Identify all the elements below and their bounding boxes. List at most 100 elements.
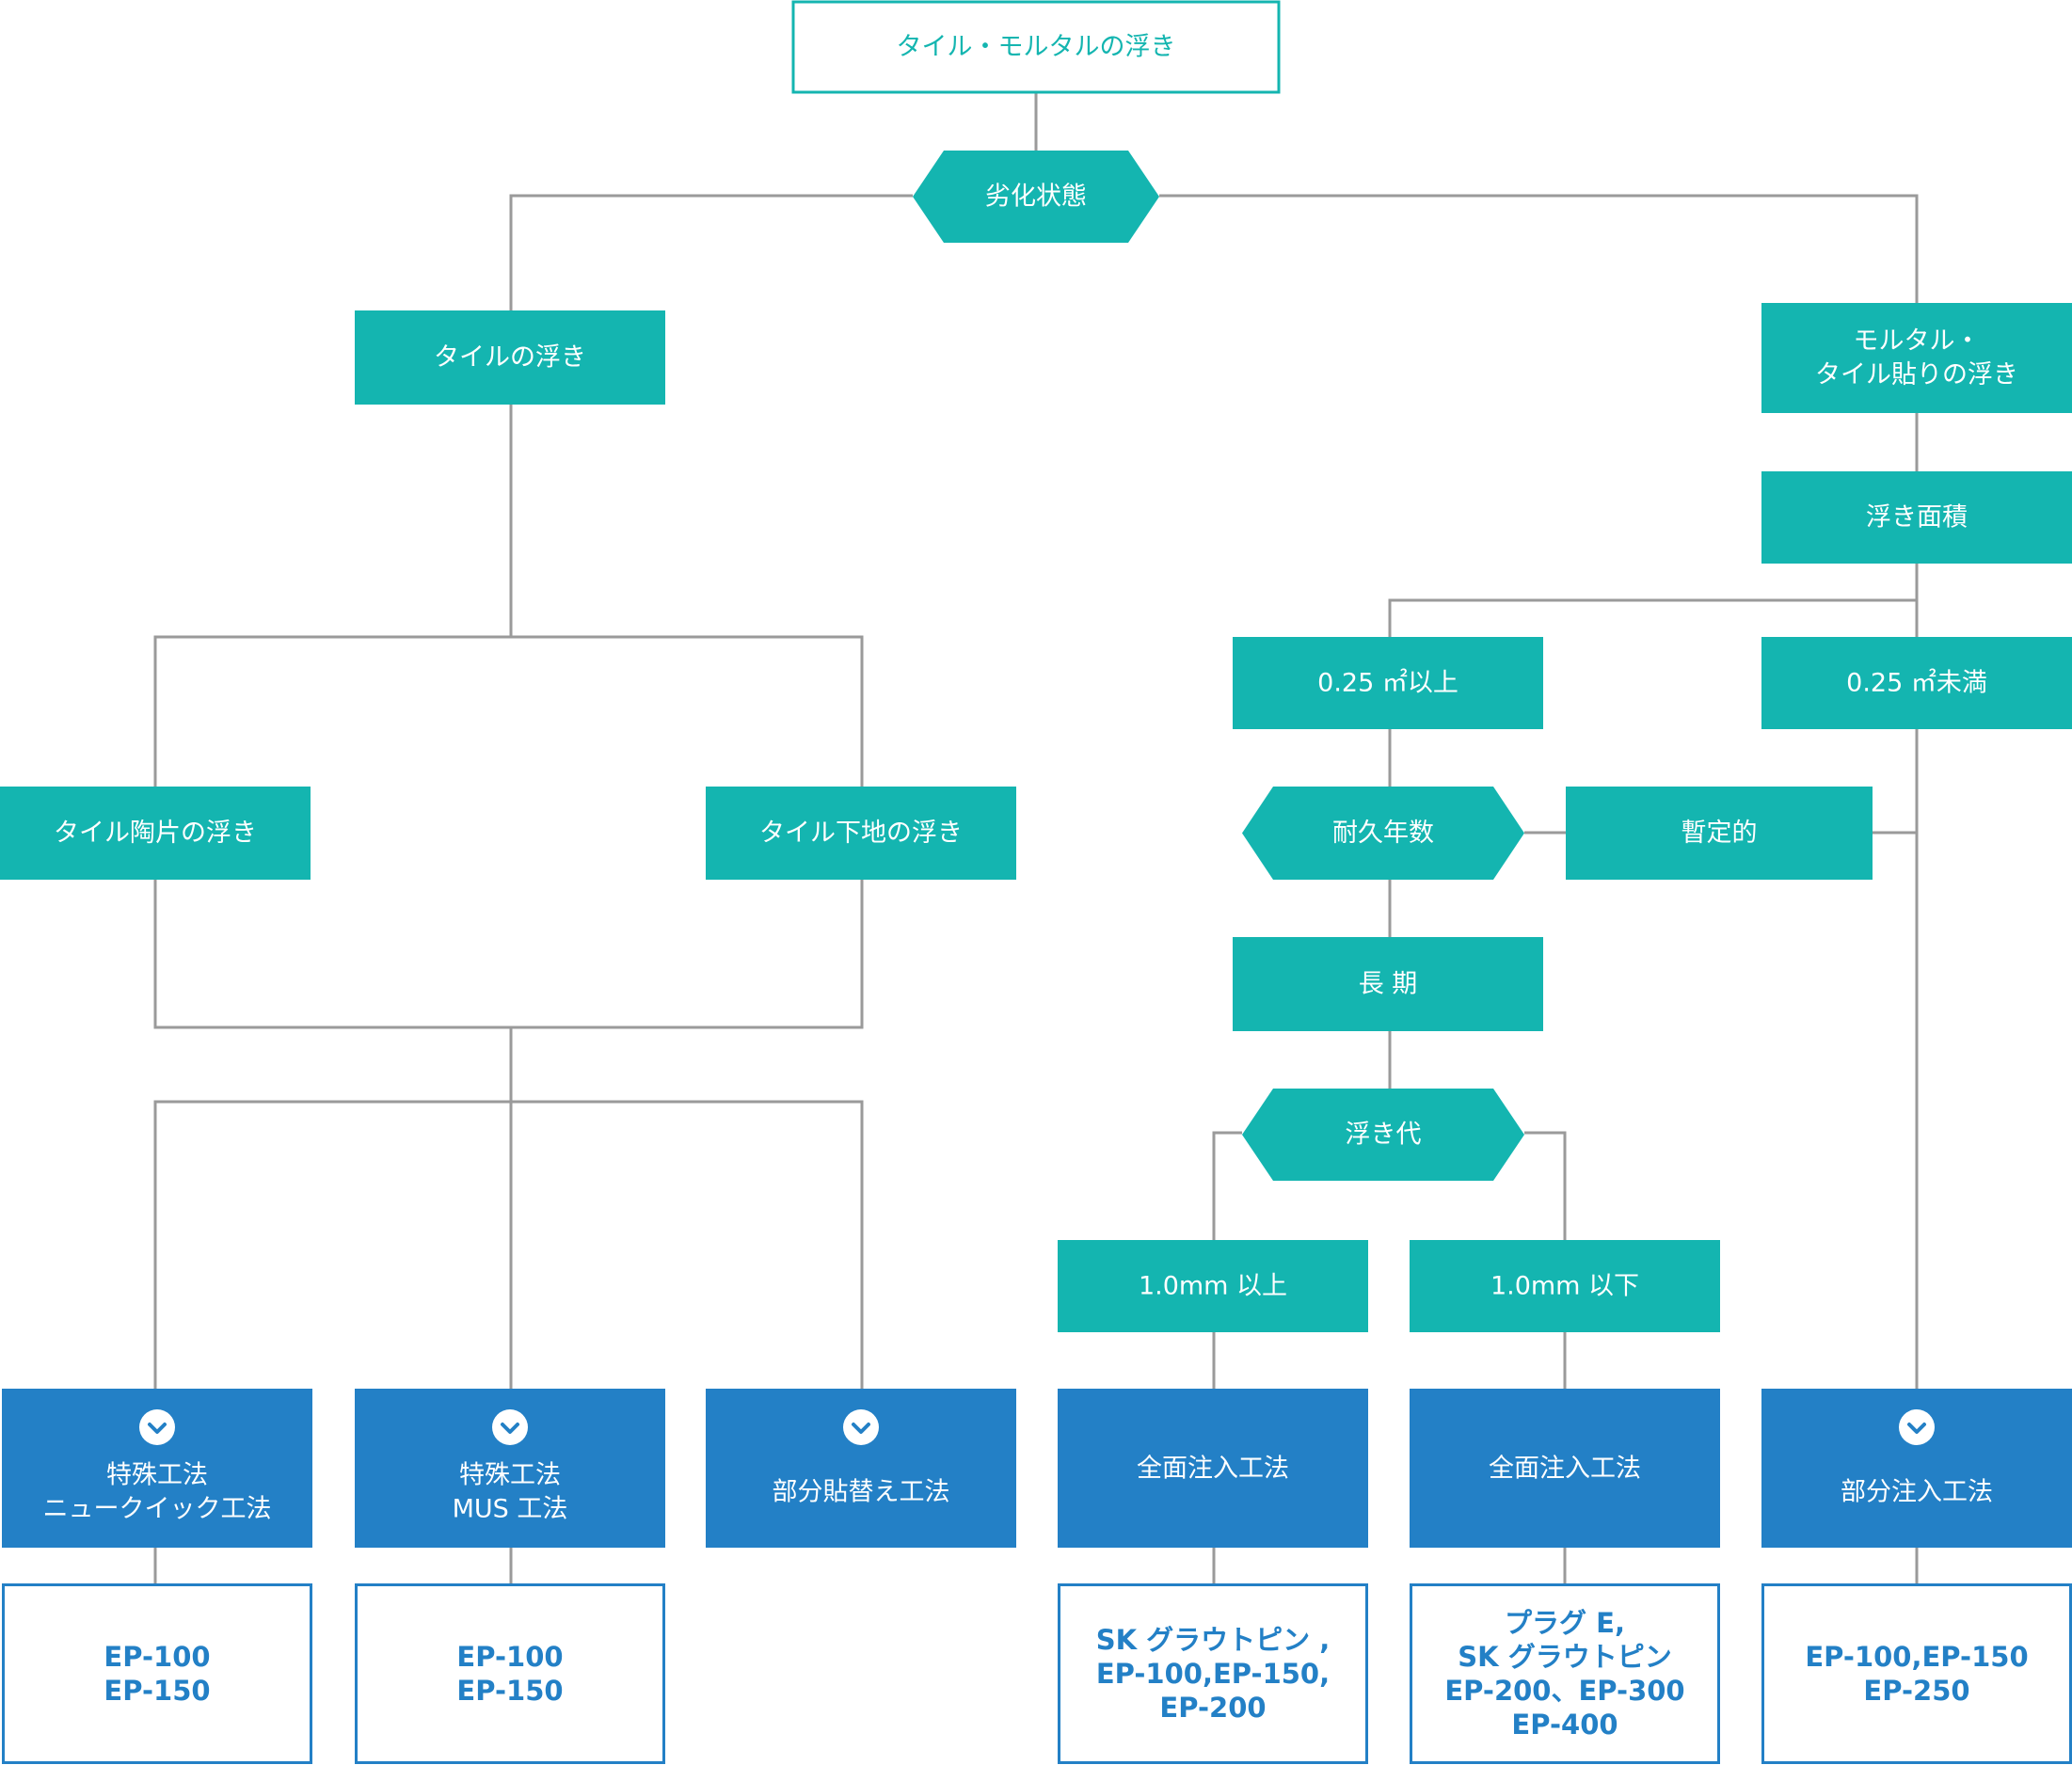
gap-small-node-shape xyxy=(1410,1240,1720,1332)
root-node xyxy=(791,0,1281,94)
durability-node xyxy=(1242,787,1524,880)
result-box-full-inject-2-text: EP-400 xyxy=(1511,1709,1618,1741)
gap-small-node xyxy=(1410,1240,1720,1332)
connector-line xyxy=(511,1100,864,1389)
area-small-node-text: 0.25 ㎡未満 xyxy=(1846,669,1987,698)
mortar-float-node-text: タイル貼りの浮き xyxy=(1815,360,2018,390)
method-partial-replace-button-text: 部分貼替え工法 xyxy=(773,1478,950,1507)
result-box-partial-inject-text: EP-100,EP-150 xyxy=(1805,1641,2028,1673)
chevron-down-icon-circle xyxy=(139,1409,175,1445)
deterioration-node-text: 劣化状態 xyxy=(985,183,1087,212)
method-partial-inject-button-text: 部分注入工法 xyxy=(1841,1478,1993,1507)
result-box-nyuquick-text: EP-100 xyxy=(104,1641,210,1673)
tile-piece-float-node-text: タイル陶片の浮き xyxy=(54,819,257,848)
connector-line xyxy=(153,405,513,787)
connector-lines xyxy=(153,92,1919,1583)
result-box-full-inject-2-text: プラグ E, xyxy=(1505,1607,1625,1639)
method-full-inject-2 xyxy=(1410,1389,1720,1548)
chevron-down-icon-glyph xyxy=(148,1423,167,1434)
result-box-nyuquick xyxy=(2,1583,312,1764)
result-box-nyuquick-frame xyxy=(2,1583,312,1764)
area-small-node-shape xyxy=(1761,637,2072,729)
area-large-node-text: 0.25 ㎡以上 xyxy=(1317,669,1458,698)
float-area-node xyxy=(1761,471,2072,564)
float-gap-node-shape xyxy=(1242,1089,1524,1181)
temporary-node xyxy=(1566,787,1873,880)
method-mus-button-text: 特殊工法 xyxy=(459,1461,561,1490)
tile-piece-float-node xyxy=(0,787,311,880)
gap-large-node xyxy=(1058,1240,1368,1332)
chevron-down-icon[interactable] xyxy=(1899,1409,1935,1445)
result-box-full-inject-1 xyxy=(1058,1583,1368,1764)
chevron-down-icon[interactable] xyxy=(139,1409,175,1445)
tile-float-node-shape xyxy=(355,310,665,405)
result-box-full-inject-1-frame xyxy=(1058,1583,1368,1764)
float-area-node-shape xyxy=(1761,471,2072,564)
method-nyuquick-button-text: 特殊工法 xyxy=(106,1461,208,1490)
root-node-frame xyxy=(791,0,1281,94)
temporary-node-shape xyxy=(1566,787,1873,880)
connector-line xyxy=(153,880,864,1029)
result-box-full-inject-2-text: SK グラウトピン xyxy=(1458,1641,1671,1673)
tile-base-float-node-shape xyxy=(706,787,1016,880)
result-box-partial-inject xyxy=(1761,1583,2072,1764)
result-box-partial-inject-frame xyxy=(1761,1583,2072,1764)
float-gap-node-text: 浮き代 xyxy=(1346,1121,1422,1150)
deterioration-node-shape xyxy=(913,151,1159,243)
chevron-down-icon[interactable] xyxy=(843,1409,879,1445)
result-box-mus-frame xyxy=(355,1583,665,1764)
method-full-inject-2-shape xyxy=(1410,1389,1720,1548)
method-full-inject-1 xyxy=(1058,1389,1368,1548)
result-box-mus-text: EP-150 xyxy=(456,1675,563,1707)
tile-piece-float-node-shape xyxy=(0,787,311,880)
tile-float-node-text: タイルの浮き xyxy=(434,343,586,373)
chevron-down-icon-circle xyxy=(1899,1409,1935,1445)
method-partial-replace-button[interactable] xyxy=(706,1389,1016,1548)
connector-line xyxy=(511,635,864,787)
area-small-node xyxy=(1761,637,2072,729)
chevron-down-icon-glyph xyxy=(852,1423,870,1434)
tile-base-float-node xyxy=(706,787,1016,880)
mortar-float-node-shape xyxy=(1761,303,2072,413)
connector-line xyxy=(1524,1131,1567,1240)
area-large-node xyxy=(1233,637,1543,729)
result-box-full-inject-1-text: EP-100,EP-150, xyxy=(1096,1658,1330,1690)
connector-line xyxy=(509,194,913,310)
result-box-mus-text: EP-100 xyxy=(456,1641,563,1673)
temporary-node-text: 暫定的 xyxy=(1682,819,1758,848)
method-nyuquick-button[interactable] xyxy=(2,1389,312,1548)
durability-node-shape xyxy=(1242,787,1524,880)
gap-large-node-shape xyxy=(1058,1240,1368,1332)
connector-line xyxy=(1388,564,1919,637)
tile-base-float-node-text: タイル下地の浮き xyxy=(759,819,963,848)
area-large-node-shape xyxy=(1233,637,1543,729)
long-term-node xyxy=(1233,937,1543,1031)
chevron-down-icon-glyph xyxy=(501,1423,519,1434)
result-box-full-inject-1-text: SK グラウトピン , xyxy=(1096,1624,1331,1656)
chevron-down-icon-circle xyxy=(843,1409,879,1445)
float-gap-node xyxy=(1242,1089,1524,1181)
mortar-float-node-text: モルタル・ xyxy=(1854,326,1981,356)
method-partial-inject-button[interactable] xyxy=(1761,1389,2072,1548)
result-box-full-inject-2 xyxy=(1410,1583,1720,1764)
connector-line xyxy=(153,1027,513,1389)
method-full-inject-2-text: 全面注入工法 xyxy=(1489,1455,1641,1484)
result-box-mus xyxy=(355,1583,665,1764)
root-node-text: タイル・モルタルの浮き xyxy=(897,33,1176,62)
float-area-node-text: 浮き面積 xyxy=(1866,503,1968,533)
result-box-full-inject-2-frame xyxy=(1410,1583,1720,1764)
chevron-down-icon-glyph xyxy=(1907,1423,1926,1434)
method-full-inject-1-shape xyxy=(1058,1389,1368,1548)
long-term-node-text: 長 期 xyxy=(1359,970,1418,999)
chevron-down-icon[interactable] xyxy=(492,1409,528,1445)
connector-line xyxy=(1159,194,1919,303)
result-box-full-inject-2-text: EP-200、EP-300 xyxy=(1444,1675,1684,1707)
method-mus-button[interactable] xyxy=(355,1389,665,1548)
result-box-nyuquick-text: EP-150 xyxy=(104,1675,210,1707)
method-full-inject-1-text: 全面注入工法 xyxy=(1137,1455,1289,1484)
long-term-node-shape xyxy=(1233,937,1543,1031)
result-box-full-inject-1-text: EP-200 xyxy=(1159,1692,1266,1724)
method-nyuquick-button-text: ニュークイック工法 xyxy=(43,1495,272,1524)
